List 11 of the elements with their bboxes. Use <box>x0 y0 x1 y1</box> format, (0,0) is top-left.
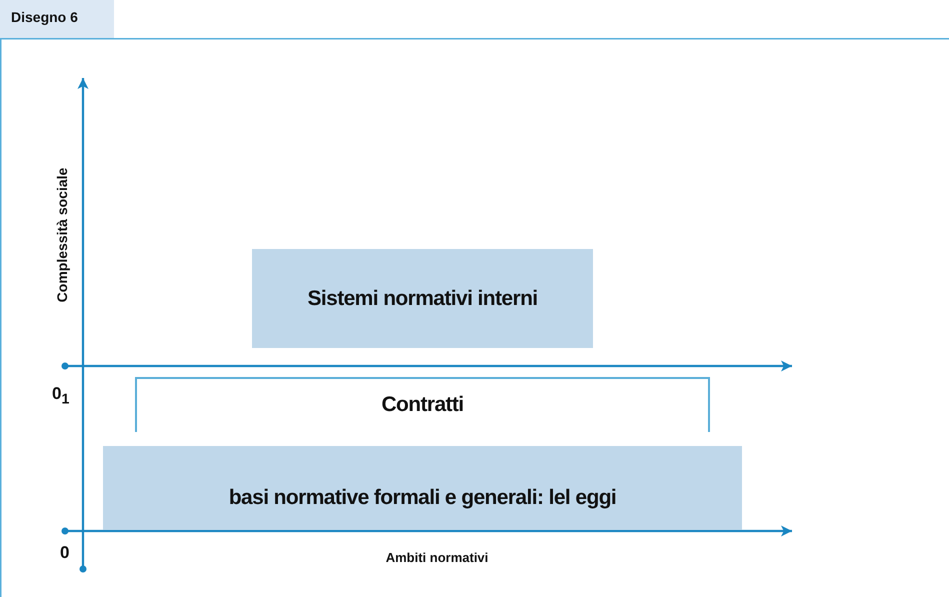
tick-label: 0$_{1}$ <box>52 384 70 408</box>
concept-box <box>252 249 593 348</box>
axis-title: Ambiti normativi <box>386 550 488 565</box>
node-label: Contratti <box>381 392 464 416</box>
tick-label: 0 <box>60 543 70 563</box>
node-label: basi normative formali e generali: lel eggi <box>228 486 616 510</box>
concept-box <box>103 446 742 530</box>
figure-title: Disegno 6 <box>0 0 114 38</box>
axis-title: Complessità sociale <box>54 168 70 302</box>
node-label: Sistemi normativi interni <box>307 286 538 310</box>
bracket-region <box>135 377 710 432</box>
